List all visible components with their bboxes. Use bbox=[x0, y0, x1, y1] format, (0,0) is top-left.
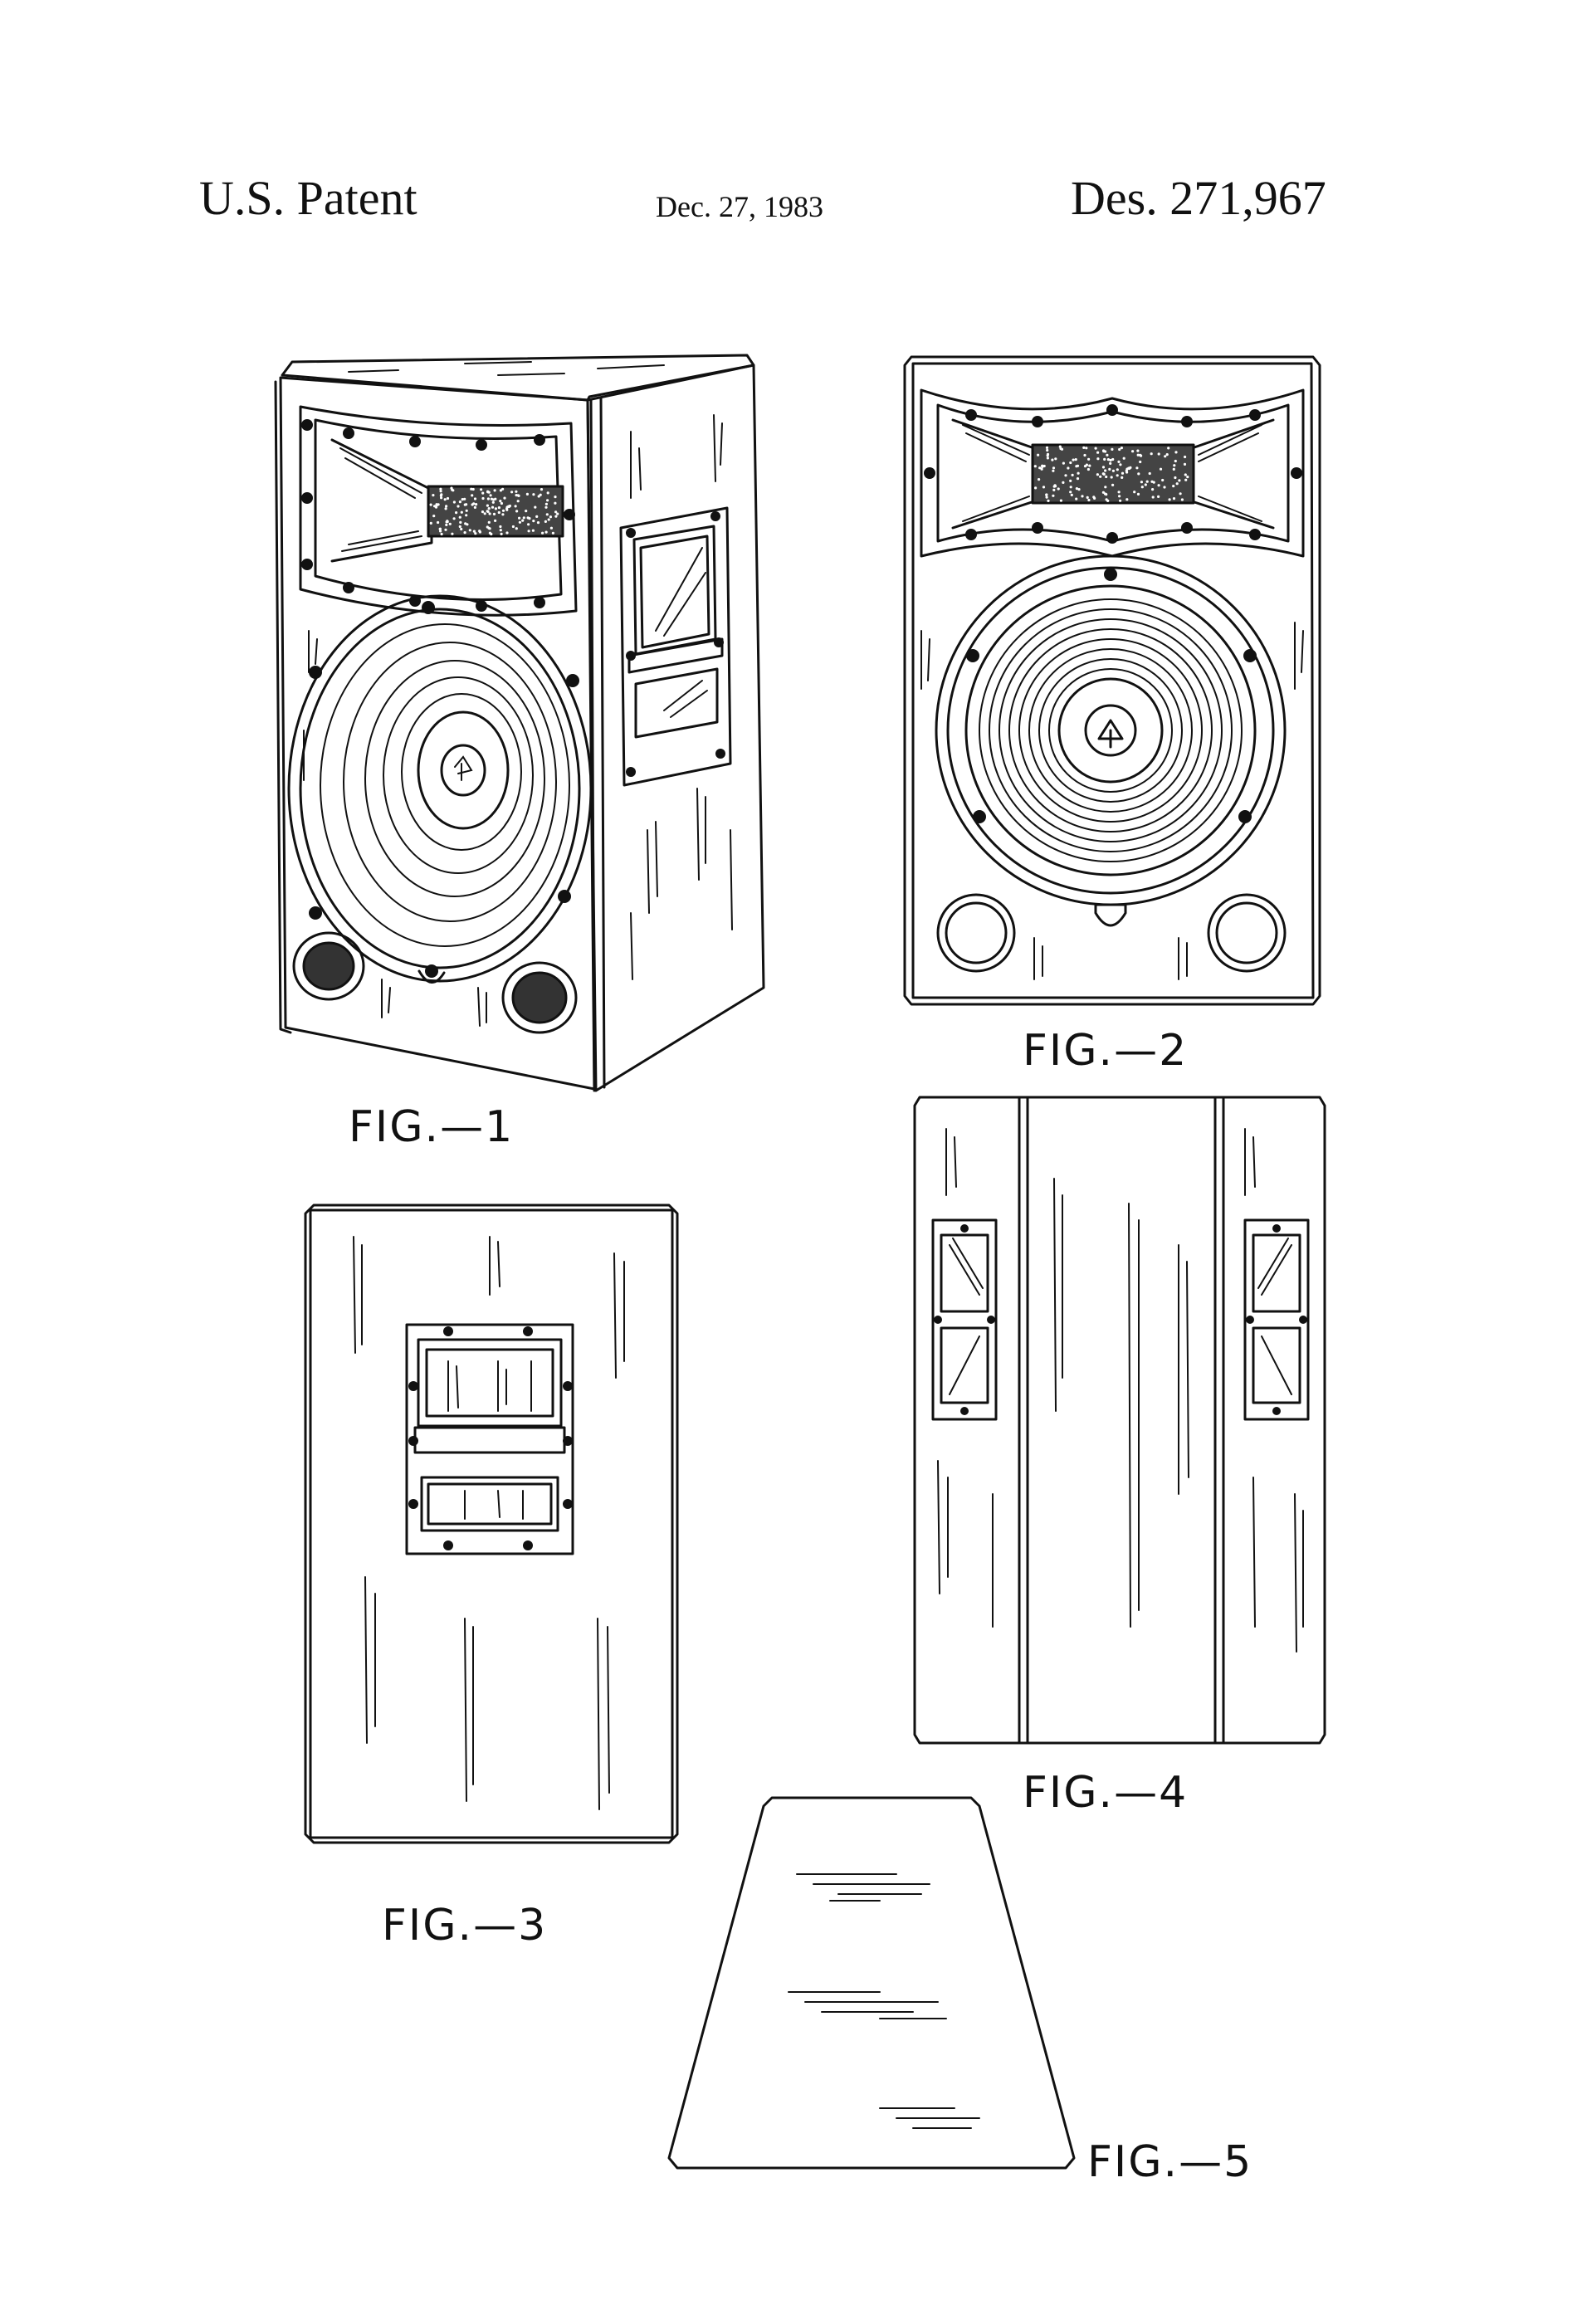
fig1-label: FIG.—1 bbox=[349, 1102, 515, 1152]
fig3-label: FIG.—3 bbox=[382, 1901, 548, 1950]
fig4-speaker-side-drawing bbox=[913, 1096, 1326, 1745]
fig5-speaker-top-drawing bbox=[667, 1796, 1076, 2170]
fig3-speaker-rear-drawing bbox=[304, 1204, 679, 1844]
fig4-label: FIG.—4 bbox=[1023, 1768, 1189, 1818]
patent-number: Des. 271,967 bbox=[1071, 171, 1326, 225]
patent-date: Dec. 27, 1983 bbox=[656, 190, 823, 223]
patent-title: U.S. Patent bbox=[199, 171, 417, 225]
fig2-label: FIG.—2 bbox=[1023, 1026, 1189, 1076]
fig5-label: FIG.—5 bbox=[1087, 2137, 1253, 2187]
fig2-speaker-front-drawing bbox=[903, 355, 1321, 1006]
fig1-speaker-perspective-drawing bbox=[274, 354, 765, 1092]
